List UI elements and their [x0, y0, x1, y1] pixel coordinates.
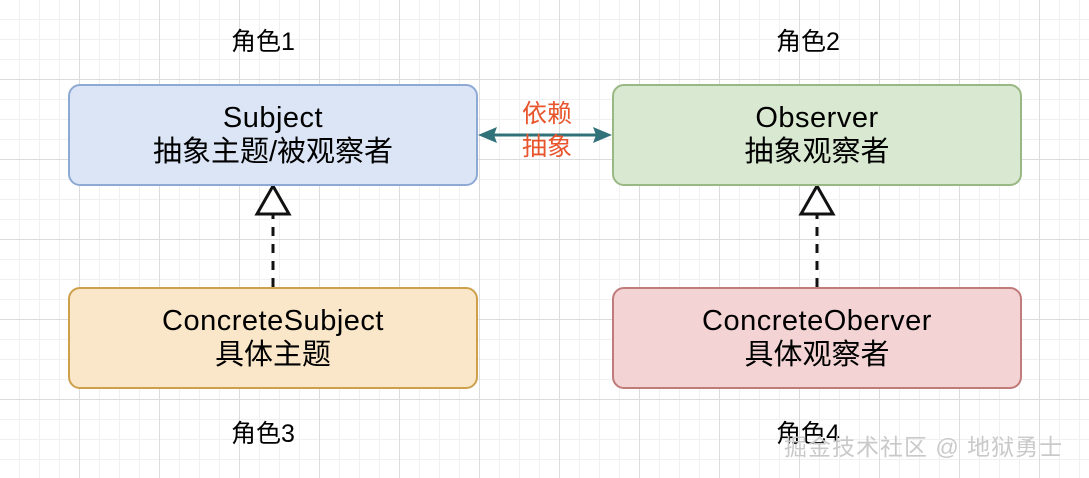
class-box-observer[interactable]: Observer 抽象观察者 [612, 84, 1022, 186]
class-box-concrete-observer-subtitle: 具体观察者 [744, 339, 890, 371]
role-label-3: 角色3 [231, 420, 295, 448]
dependency-label: 依赖 抽象 [509, 98, 585, 164]
class-box-subject[interactable]: Subject 抽象主题/被观察者 [68, 84, 478, 186]
role-label-4: 角色4 [776, 420, 840, 448]
class-box-concrete-observer-title: ConcreteOberver [702, 304, 932, 337]
class-box-subject-title: Subject [222, 101, 324, 134]
dependency-arrowhead-left [478, 127, 497, 143]
edge-realize-left [254, 182, 292, 287]
class-box-concrete-subject-subtitle: 具体主题 [214, 339, 331, 371]
class-box-concrete-subject[interactable]: ConcreteSubject 具体主题 [68, 287, 478, 389]
class-box-concrete-subject-title: ConcreteSubject [162, 304, 384, 337]
dependency-arrowhead-right [593, 127, 612, 143]
realize-left-hollow-triangle [254, 182, 292, 216]
class-box-observer-title: Observer [755, 101, 879, 134]
watermark: 掘金技术社区 @ 地狱勇士 [784, 434, 1064, 460]
dependency-label-line1: 依赖 [521, 100, 572, 128]
role-label-2: 角色2 [776, 28, 840, 56]
role-label-1: 角色1 [231, 28, 295, 56]
edge-realize-right [798, 182, 836, 287]
dependency-label-line2: 抽象 [521, 133, 572, 161]
class-box-concrete-observer[interactable]: ConcreteOberver 具体观察者 [612, 287, 1022, 389]
class-box-subject-subtitle: 抽象主题/被观察者 [152, 136, 394, 168]
realize-right-hollow-triangle [798, 182, 836, 216]
class-box-observer-subtitle: 抽象观察者 [744, 136, 890, 168]
